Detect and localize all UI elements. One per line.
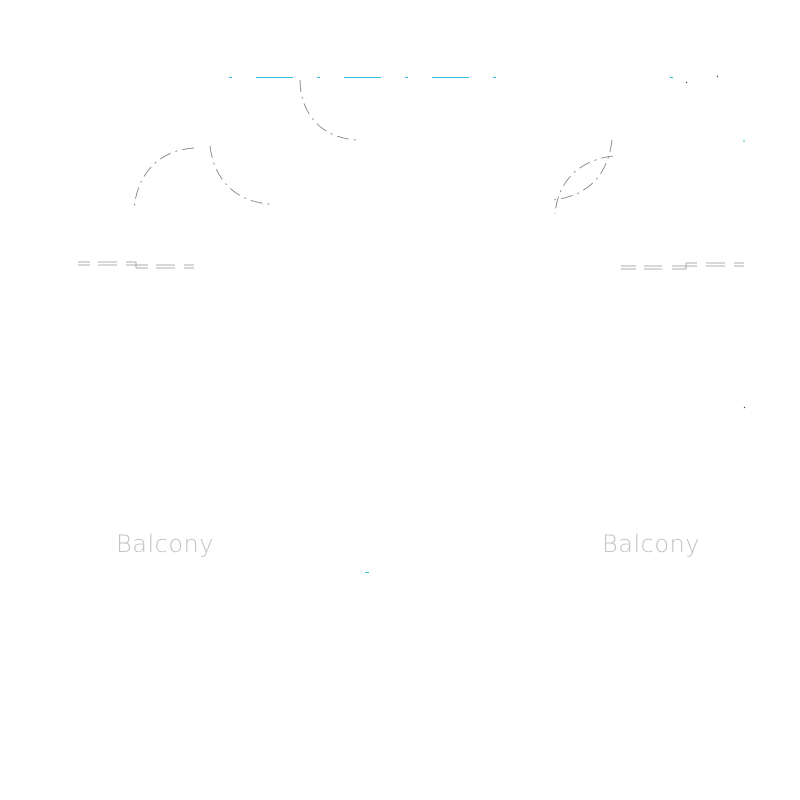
door-swing-arc bbox=[299, 79, 358, 141]
window-symbol-right bbox=[621, 262, 744, 270]
door-swing-arc bbox=[552, 139, 613, 201]
reference-dots bbox=[685, 75, 746, 409]
reference-dot bbox=[685, 81, 688, 84]
window-symbol-left bbox=[78, 261, 194, 269]
room-label-balcony-right: Balcony bbox=[602, 530, 700, 558]
reference-dot bbox=[716, 75, 719, 78]
door-swings bbox=[133, 79, 614, 215]
room-label-balcony-left: Balcony bbox=[116, 530, 214, 558]
top-dimension-marks bbox=[229, 77, 745, 573]
door-swing-arc bbox=[133, 147, 195, 209]
reference-dot bbox=[743, 406, 746, 409]
door-swing-arc bbox=[554, 155, 614, 215]
door-swing-arc bbox=[209, 145, 271, 205]
